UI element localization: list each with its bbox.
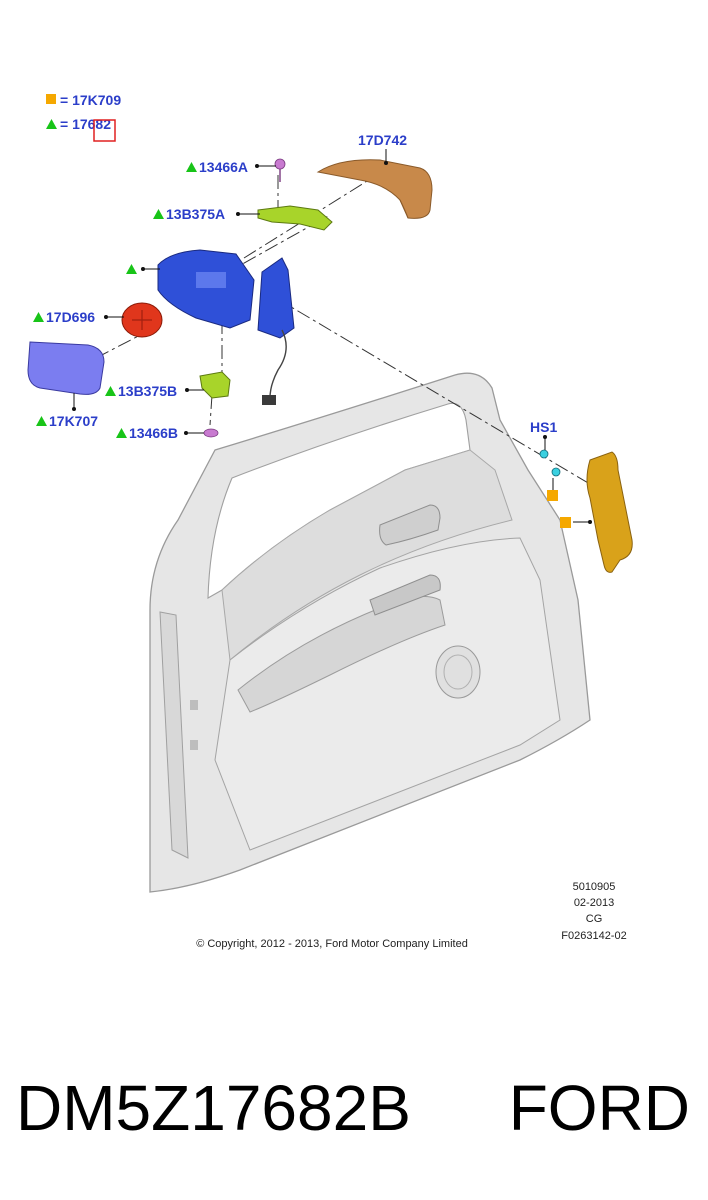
label-bracket-top: 13B375A xyxy=(166,206,225,222)
meta-line-2: 02-2013 xyxy=(574,897,614,909)
hs1-clips xyxy=(539,449,561,477)
label-mirror-cover: 17D742 xyxy=(358,132,407,148)
screw-top xyxy=(274,158,286,182)
legend: = 17K709 = 17682 xyxy=(46,92,121,142)
label-screw-bottom: 13466B xyxy=(129,425,178,441)
triangle-13466b-icon xyxy=(116,428,127,438)
legend-triangle-marker xyxy=(46,119,57,129)
meta-line-3: CG xyxy=(586,913,603,925)
label-glass: 17K707 xyxy=(49,413,98,429)
legend-triangle-label: = 17682 xyxy=(60,116,111,132)
square-17k709-marker-2 xyxy=(560,517,571,528)
triangle-13b375a-icon xyxy=(153,209,164,219)
triangle-13b375b-icon xyxy=(105,386,116,396)
mirror-cover xyxy=(316,159,433,219)
highlight-box xyxy=(93,119,116,142)
meta-line-4: F0263142-02 xyxy=(561,930,626,942)
brand-name: FORD xyxy=(509,1072,690,1144)
label-screw-top: 13466A xyxy=(199,159,248,175)
bracket-bottom xyxy=(199,371,231,399)
mirror-glass xyxy=(27,341,105,395)
triangle-housing-icon xyxy=(126,264,137,274)
legend-square-marker xyxy=(46,94,56,104)
mirror-motor xyxy=(121,302,163,338)
copyright-text: © Copyright, 2012 - 2013, Ford Motor Com… xyxy=(196,938,468,950)
part-number: DM5Z17682B xyxy=(16,1072,411,1144)
triangle-17k707-icon xyxy=(36,416,47,426)
label-motor: 17D696 xyxy=(46,309,95,325)
label-hs1: HS1 xyxy=(530,419,557,435)
triangle-13466a-icon xyxy=(186,162,197,172)
label-bracket-bottom: 13B375B xyxy=(118,383,177,399)
mirror-housing xyxy=(157,249,295,405)
bracket-top xyxy=(257,205,333,231)
door-illustration xyxy=(149,372,591,893)
triangle-17d696-icon xyxy=(33,312,44,322)
screw-bottom xyxy=(203,428,219,438)
square-17k709-marker-1 xyxy=(547,490,558,501)
legend-square-label: = 17K709 xyxy=(60,92,121,108)
meta-line-1: 5010905 xyxy=(573,881,616,893)
trim-panel xyxy=(586,451,633,573)
